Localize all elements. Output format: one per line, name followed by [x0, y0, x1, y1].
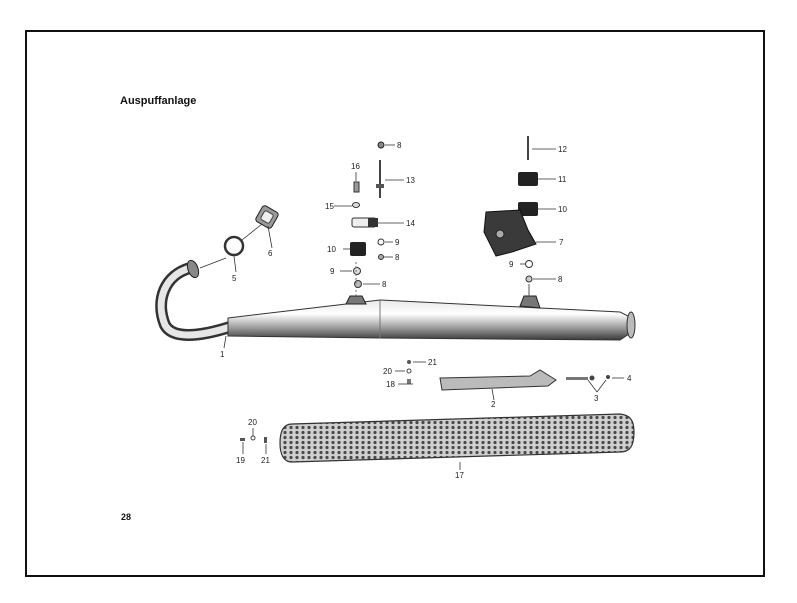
part-label-8-low: 8: [382, 280, 387, 289]
part-label-7: 7: [559, 238, 564, 247]
silencer-assembly: [155, 259, 636, 341]
part-label-16: 16: [351, 162, 360, 171]
part-label-14: 14: [406, 219, 415, 228]
part-label-21-b: 21: [261, 456, 270, 465]
part-label-19: 19: [236, 456, 245, 465]
clamp-nut-part-6: [255, 205, 279, 229]
part-label-8-right: 8: [558, 275, 563, 284]
part-label-20-a: 20: [383, 367, 392, 376]
part-label-8-mid: 8: [395, 253, 400, 262]
part-label-3: 3: [594, 394, 599, 403]
part-label-9-b: 9: [330, 267, 335, 276]
part-label-9-c: 9: [509, 260, 514, 269]
part-label-12: 12: [558, 145, 567, 154]
part-label-10-a: 10: [327, 245, 336, 254]
part-label-15: 15: [325, 202, 334, 211]
page-title: Auspuffanlage: [120, 95, 197, 107]
part-label-5: 5: [232, 274, 237, 283]
part-labels: 1 2 3 4 5 6 7 8 8 8 8 9 9 9 10 10 11 12 …: [220, 141, 632, 480]
small-fasteners: [240, 435, 267, 443]
mesh-heat-shield: [279, 413, 635, 463]
part-label-13: 13: [406, 176, 415, 185]
ring-part-5: [223, 235, 245, 257]
leader-lines: [199, 144, 624, 470]
part-label-18: 18: [386, 380, 395, 389]
part-label-8-top: 8: [397, 141, 402, 150]
part-label-10-b: 10: [558, 205, 567, 214]
part-label-21-a: 21: [428, 358, 437, 367]
left-mount-stack: [350, 141, 385, 298]
right-mount-stack: [483, 136, 538, 296]
part-label-2: 2: [491, 400, 496, 409]
page-number: 28: [121, 512, 132, 522]
part-label-17: 17: [455, 471, 464, 480]
part-label-9-a: 9: [395, 238, 400, 247]
part-label-20-b: 20: [248, 418, 257, 427]
bracket-assembly: [406, 360, 610, 391]
part-label-6: 6: [268, 249, 273, 258]
part-label-11: 11: [558, 175, 567, 184]
part-label-4: 4: [627, 374, 632, 383]
part-label-1: 1: [220, 350, 225, 359]
